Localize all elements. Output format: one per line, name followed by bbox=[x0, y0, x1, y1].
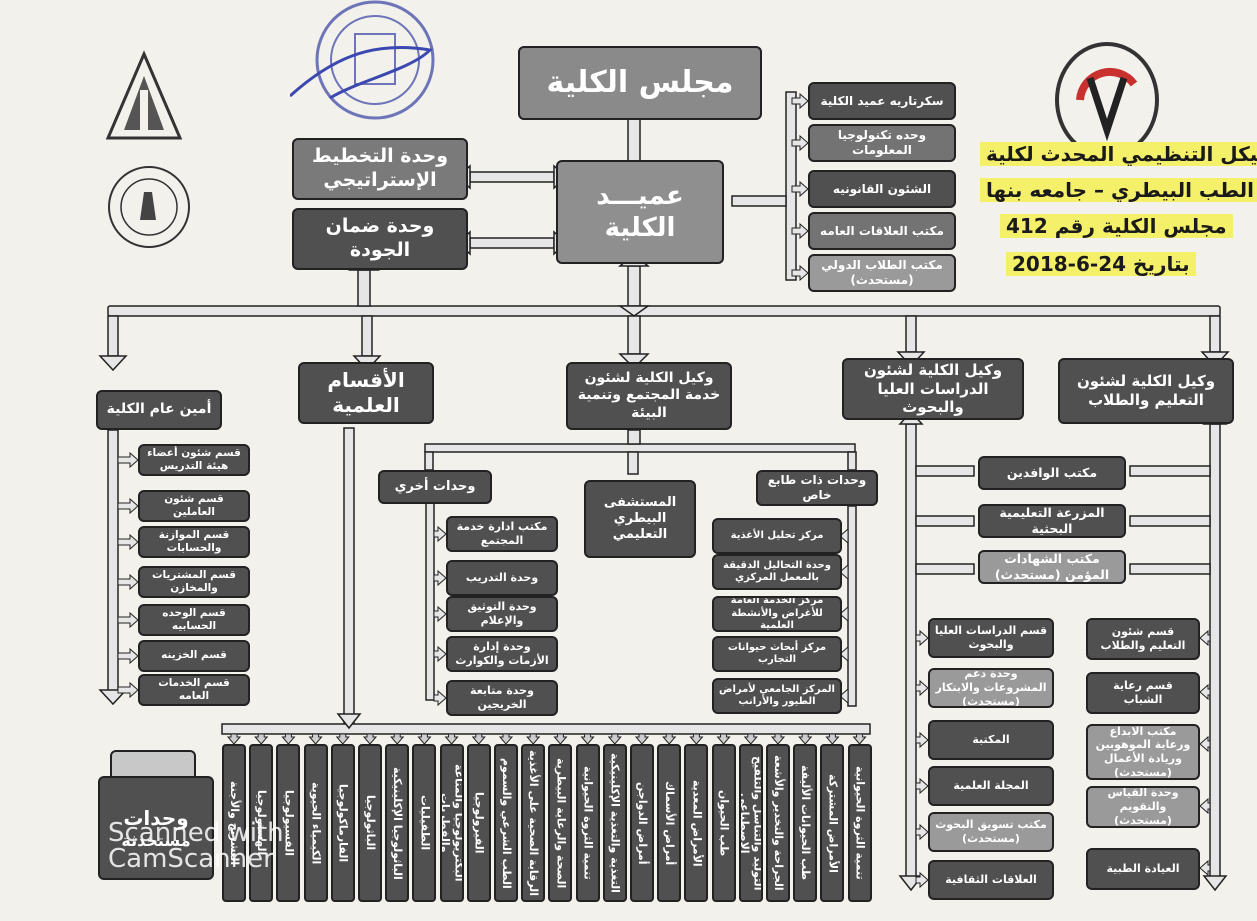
other-unit-item-box: وحدة التوثيق والإعلام bbox=[446, 596, 558, 632]
staff-unit-box: وحده تكنولوجيا المعلومات bbox=[808, 124, 956, 162]
special-units-box: وحدات ذات طابع خاص bbox=[756, 470, 878, 506]
teaching-hospital-box: المستشفى البيطري التعليمي bbox=[584, 480, 696, 558]
education-vice-dean-box: وكيل الكلية لشئون التعليم والطلاب bbox=[1058, 358, 1234, 424]
community-vice-dean-box: وكيل الكلية لشئون خدمة المجتمع وتنمية ال… bbox=[566, 362, 732, 430]
postgrad-item-box: المجلة العلمية bbox=[928, 766, 1054, 806]
legend-units-label: وحدات bbox=[123, 805, 189, 830]
department-box: الفيرولوجيا bbox=[466, 744, 491, 902]
secretary-general-box: أمين عام الكلية bbox=[96, 390, 222, 430]
department-box: طب الحيوان bbox=[711, 744, 736, 902]
other-unit-item-box: وحدة التدريب bbox=[446, 560, 558, 596]
staff-unit-box: الشئون القانونيه bbox=[808, 170, 956, 208]
legend-new-units-box: وحدات مستحدثة bbox=[98, 776, 214, 880]
faculty-council-box: مجلس الكلية bbox=[518, 46, 762, 120]
title-line-2: الطب البيطري – جامعه بنها bbox=[980, 178, 1257, 202]
secretary-item-box: قسم شئون أعضاء هيئة التدريس bbox=[138, 444, 250, 476]
department-box: الجراحة والتخدير والأشعة bbox=[766, 744, 790, 902]
secretary-item-box: قسم الخدمات العامه bbox=[138, 674, 250, 706]
staff-unit-box: مكتب العلاقات العامه bbox=[808, 212, 956, 250]
education-item-box: قسم رعاية الشباب bbox=[1086, 672, 1200, 714]
postgrad-item-box: المكتبة bbox=[928, 720, 1054, 760]
department-box: التوليد والتناسل والتلقيح الاصطناعي bbox=[738, 744, 763, 902]
other-unit-item-box: وحدة إدارة الأزمات والكوارث bbox=[446, 636, 558, 672]
department-box: التغذية والتغذية الإكلينيكية bbox=[602, 744, 627, 902]
secretary-item-box: قسم الوحده الحسابيه bbox=[138, 604, 250, 636]
other-units-box: وحدات أخري bbox=[378, 470, 492, 504]
special-unit-item-box: مركز تحليل الأغذية bbox=[712, 518, 842, 554]
title-line-3: مجلس الكلية رقم 412 bbox=[1000, 214, 1233, 238]
watermark-line-1: Scanned with bbox=[108, 818, 284, 848]
camscanner-watermark: Scanned with CamScanner bbox=[108, 820, 284, 872]
strategic-planning-unit-box: وحدة التخطيط الإستراتيجي bbox=[292, 138, 468, 200]
department-box: طب الحيوانات الأليفة bbox=[793, 744, 818, 902]
special-unit-item-box: مركز أبحاث حيوانات التجارب bbox=[712, 636, 842, 672]
department-box: تنمية الثروة الحيوانية bbox=[847, 744, 872, 902]
secretary-item-box: قسم الموازنة والحسابات bbox=[138, 526, 250, 558]
staff-unit-box: مكتب الطلاب الدولي (مستحدث) bbox=[808, 254, 956, 292]
title-line-1: الهيكل التنظيمي المحدث لكلية bbox=[980, 142, 1257, 166]
special-unit-item-box: وحدة التحاليل الدقيقة بالمعمل المركزي bbox=[712, 554, 842, 590]
postgrad-top-item-box: مكتب الشهادات المؤمن (مستحدث) bbox=[978, 550, 1126, 584]
other-unit-item-box: مكتب ادارة خدمة المجتمع bbox=[446, 516, 558, 552]
department-box: أمراض الأسماك bbox=[657, 744, 682, 902]
department-box: الفسيولوجيا bbox=[276, 744, 301, 902]
education-item-box: مكتب الابداع ورعاية الموهوبين وريادة الأ… bbox=[1086, 724, 1200, 780]
title-line-4: بتاريخ 24-6-2018 bbox=[1006, 252, 1196, 276]
legend-new-label: مستحدثة bbox=[121, 830, 191, 850]
secretary-item-box: قسم الخزينه bbox=[138, 640, 250, 672]
official-stamp-icon bbox=[290, 0, 435, 120]
department-box: الباثولوجيا الإكلينيكية bbox=[385, 744, 410, 902]
department-box: الصحة والرعاية البيطرية bbox=[548, 744, 573, 902]
department-box: أمراض الدواجن bbox=[630, 744, 654, 902]
postgrad-item-box: قسم الدراسات العليا والبحوث bbox=[928, 618, 1054, 658]
department-box: الأمراض المشتركة bbox=[820, 744, 845, 902]
department-box: الطفيليات bbox=[412, 744, 437, 902]
department-box: الفارماكولوجيا bbox=[330, 744, 355, 902]
watermark-line-2: CamScanner bbox=[108, 844, 274, 874]
postgrad-vice-dean-box: وكيل الكلية لشئون الدراسات العليا والبحو… bbox=[842, 358, 1024, 420]
university-logo-icon bbox=[105, 50, 183, 140]
quality-seal-icon bbox=[108, 166, 190, 248]
department-box: الطب الشرعي والسموم bbox=[494, 744, 518, 902]
scientific-departments-box: الأقسام العلمية bbox=[298, 362, 434, 424]
secretary-item-box: قسم شئون العاملين bbox=[138, 490, 250, 522]
department-box: التشريح والأجنة bbox=[222, 744, 246, 902]
education-item-box: قسم شئون التعليم والطلاب bbox=[1086, 618, 1200, 660]
special-unit-item-box: مركز الخدمة العامة للأغراض والأنشطة العل… bbox=[712, 596, 842, 632]
postgrad-top-item-box: المزرعة التعليمية البحثية bbox=[978, 504, 1126, 538]
postgrad-item-box: العلاقات الثقافية bbox=[928, 860, 1054, 900]
special-unit-item-box: المركز الجامعي لأمراض الطيور والأرانب bbox=[712, 678, 842, 714]
postgrad-item-box: مكتب تسويق البحوث (مستحدث) bbox=[928, 812, 1054, 852]
department-box: تنمية الثروة الحيوانية bbox=[575, 744, 600, 902]
quality-assurance-unit-box: وحدة ضمان الجودة bbox=[292, 208, 468, 270]
education-item-box: العيادة الطبية bbox=[1086, 848, 1200, 890]
department-box: البكتريولوجيا والمناعة والفطريات bbox=[439, 744, 464, 902]
staff-unit-box: سكرتاريه عميد الكلية bbox=[808, 82, 956, 120]
postgrad-top-item-box: مكتب الوافدين bbox=[978, 456, 1126, 490]
education-item-box: وحدة القياس والتقويم (مستحدث) bbox=[1086, 786, 1200, 828]
department-box: الباثولوجيا bbox=[358, 744, 382, 902]
secretary-item-box: قسم المشتريات والمخازن bbox=[138, 566, 250, 598]
postgrad-item-box: وحدة دعم المشروعات والابتكار (مستحدث) bbox=[928, 668, 1054, 708]
department-box: الأمراض المعدية bbox=[684, 744, 709, 902]
faculty-logo-icon bbox=[1055, 42, 1159, 158]
other-unit-item-box: وحدة متابعة الخريجين bbox=[446, 680, 558, 716]
department-box: الهستولوجيا bbox=[249, 744, 274, 902]
department-box: الرقابة الصحية على الأغذية bbox=[521, 744, 546, 902]
department-box: الكيمياء الحيوية bbox=[303, 744, 328, 902]
dean-box: عميـــد الكلية bbox=[556, 160, 724, 264]
